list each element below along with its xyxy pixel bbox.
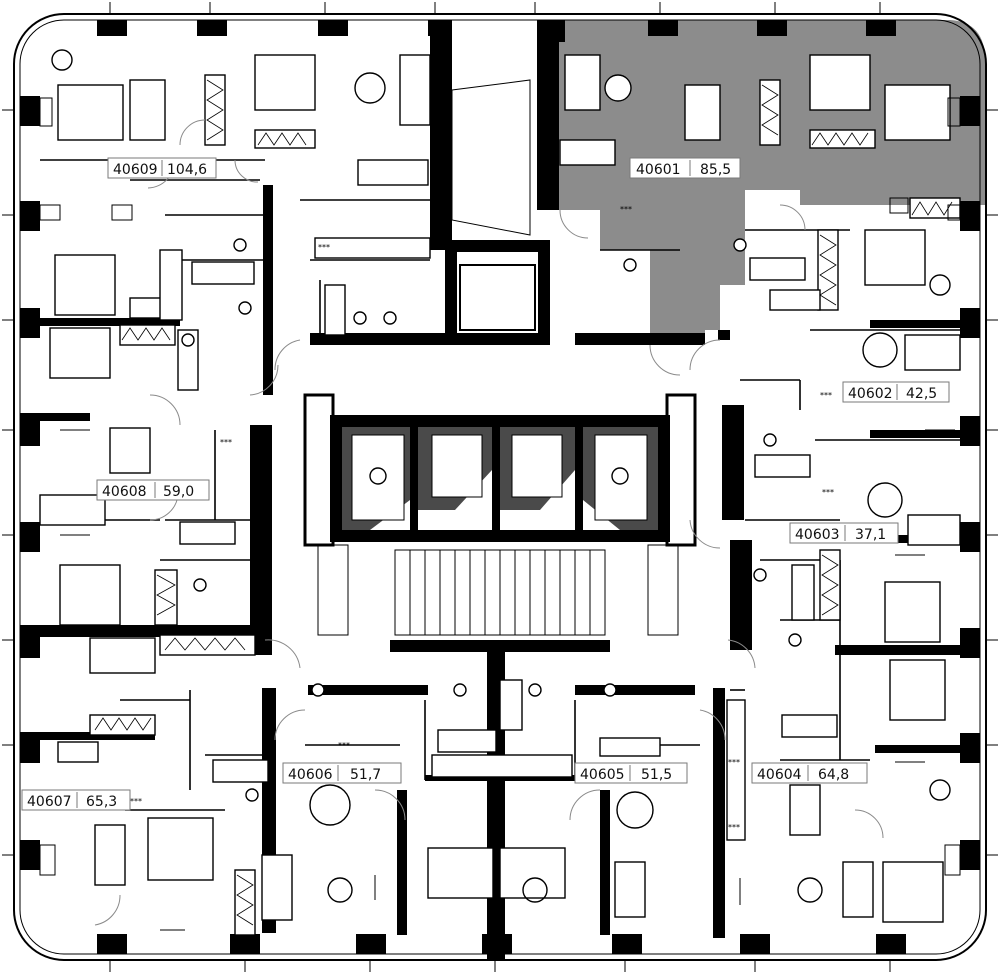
unit-number: 40604 (757, 767, 802, 783)
unit-number: 40608 (102, 484, 147, 500)
unit-label-40603[interactable]: 40603 37,1 (789, 522, 899, 544)
door-swings (94, 119, 884, 926)
bathroom-fixtures (179, 238, 838, 802)
unit-40601-area-fill[interactable] (555, 20, 985, 340)
unit-area: 42,5 (906, 386, 937, 402)
unit-label-40601[interactable]: 40601 85,5 (629, 157, 741, 179)
unit-number: 40607 (27, 794, 72, 810)
unit-number: 40609 (113, 162, 158, 178)
unit-label-40608[interactable]: 40608 59,0 (96, 479, 210, 501)
unit-area: 51,7 (350, 767, 381, 783)
unit-area: 51,5 (641, 767, 672, 783)
unit-area: 37,1 (855, 527, 886, 543)
stove-mark: *** (220, 438, 232, 447)
unit-number: 40601 (636, 162, 681, 178)
stove-markers: *** *** *** *** *** *** *** *** *** (130, 205, 834, 832)
stove-mark: *** (728, 758, 740, 767)
unit-number: 40603 (795, 527, 840, 543)
unit-label-40604[interactable]: 40604 64,8 (751, 762, 868, 784)
facade-columns (20, 20, 980, 954)
dining-sets (57, 72, 903, 836)
unit-label-40607[interactable]: 40607 65,3 (21, 789, 131, 811)
unit-label-40605[interactable]: 40605 51,5 (574, 762, 688, 784)
unit-number: 40605 (580, 767, 625, 783)
stove-mark: *** (318, 243, 330, 252)
unit-label-40606[interactable]: 40606 51,7 (282, 762, 402, 784)
stove-mark: *** (822, 488, 834, 497)
counter-pattern (94, 79, 953, 926)
unit-area: 59,0 (163, 484, 194, 500)
unit-area: 85,5 (700, 162, 731, 178)
stove-mark: *** (130, 797, 142, 806)
stove-mark: *** (620, 205, 632, 214)
unit-area: 64,8 (818, 767, 849, 783)
unit-area: 104,6 (167, 162, 207, 178)
beds (49, 54, 951, 923)
sofas (39, 54, 961, 921)
stove-mark: *** (728, 823, 740, 832)
round-decor (51, 49, 951, 903)
elevator-core (303, 79, 697, 636)
stove-mark: *** (820, 391, 832, 400)
stove-mark: *** (338, 741, 350, 750)
unit-label-40602[interactable]: 40602 42,5 (842, 381, 950, 403)
unit-area: 65,3 (86, 794, 117, 810)
unit-number: 40606 (288, 767, 333, 783)
unit-label-40609[interactable]: 40609 104,6 (107, 157, 217, 179)
window-marks (39, 97, 961, 931)
unit-number: 40602 (848, 386, 893, 402)
